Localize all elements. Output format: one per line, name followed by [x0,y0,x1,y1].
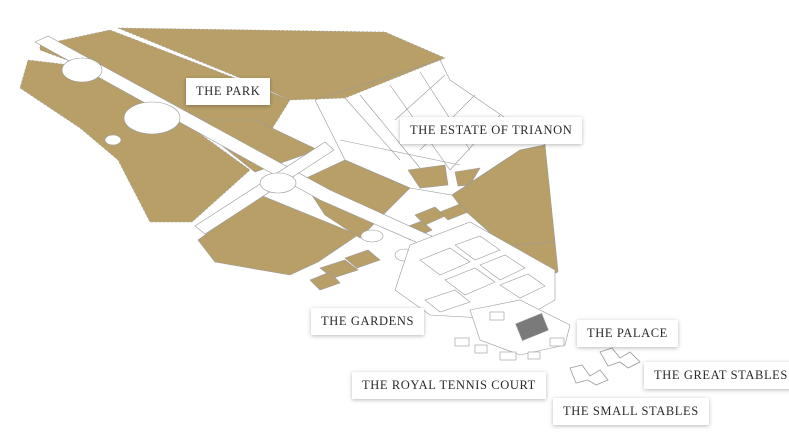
label-small-stables[interactable]: THE SMALL STABLES [553,398,709,425]
trianon-path-2 [359,94,421,169]
small-stables-shape [569,364,609,386]
park-zone-southeast[interactable] [301,159,411,239]
garden-parterre-5 [499,273,546,299]
outbuilding-1 [454,337,470,347]
label-estate-of-trianon[interactable]: THE ESTATE OF TRIANON [400,117,583,144]
park-zone-northwest[interactable] [39,29,291,141]
label-great-stables[interactable]: THE GREAT STABLES [644,362,789,389]
garden-parterre-1 [419,247,471,276]
garden-parterre-2 [454,235,501,261]
garden-bosquet-3[interactable] [439,203,469,221]
outbuilding-2 [474,344,488,354]
garden-bosquet-7[interactable] [344,249,381,269]
trianon-path-1 [344,97,401,161]
trianon-path-5 [394,74,446,121]
outbuilding-3 [499,351,517,361]
label-the-park[interactable]: THE PARK [186,78,271,105]
garden-parterre-6 [424,289,471,313]
trianon-path-8 [339,139,461,166]
basin-south [360,229,384,243]
palace-wing-south [549,337,565,347]
great-stables-shape [599,347,641,369]
garden-parterre-3 [444,267,496,296]
basin-junction [259,172,297,194]
basin-apollo [61,57,103,83]
garden-parterre-4 [479,254,526,281]
trianon-boundary [314,59,546,196]
garden-bosquet-8[interactable] [309,271,341,291]
basin-cross [123,101,181,135]
label-the-palace[interactable]: THE PALACE [577,320,678,347]
label-the-gardens[interactable]: THE GARDENS [311,308,425,335]
palace-main-building [515,313,549,341]
garden-bosquet-5[interactable] [454,167,481,187]
label-royal-tennis-court[interactable]: THE ROYAL TENNIS COURT [352,372,546,399]
palace-wing-north [489,311,505,321]
garden-bosquet-4[interactable] [407,164,449,189]
tennis-court-building [527,351,541,360]
basin-west [104,134,122,146]
